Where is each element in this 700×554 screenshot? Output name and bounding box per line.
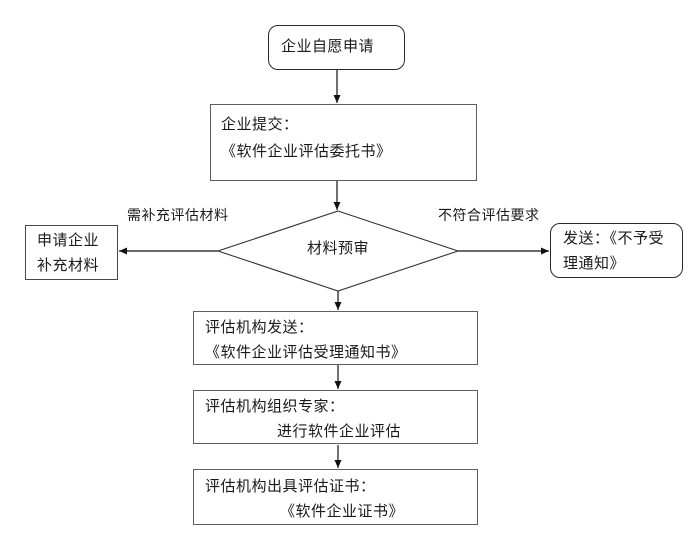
node-submit-line2: 《软件企业评估委托书》 <box>221 144 392 160</box>
node-supplement: 申请企业 补充材料 <box>25 225 118 280</box>
node-supplement-line2: 补充材料 <box>37 258 100 274</box>
node-submit-line1: 企业提交： <box>221 117 299 133</box>
node-reject: 发送：《不予受 理通知》 <box>550 223 683 278</box>
node-submit: 企业提交： 《软件企业评估委托书》 <box>210 104 477 181</box>
node-certificate-line2: 《软件企业证书》 <box>280 504 405 520</box>
node-supplement-line1: 申请企业 <box>37 233 100 249</box>
node-reject-line2: 理通知》 <box>563 256 626 272</box>
node-accept-line1: 评估机构发送： <box>205 320 314 336</box>
node-organize-line2: 进行软件企业评估 <box>277 424 402 440</box>
node-review-label: 材料预审 <box>306 241 369 257</box>
node-reject-line1: 发送：《不予受 <box>563 231 665 247</box>
node-organize: 评估机构组织专家： 进行软件企业评估 <box>193 390 478 444</box>
node-organize-line1: 评估机构组织专家： <box>205 399 345 415</box>
node-start: 企业自愿申请 <box>268 25 405 70</box>
edge-label-not-qualified: 不符合评估要求 <box>438 209 540 224</box>
node-certificate-line1: 评估机构出具评估证书： <box>205 479 376 495</box>
node-certificate: 评估机构出具评估证书： 《软件企业证书》 <box>193 469 478 525</box>
node-accept: 评估机构发送： 《软件企业评估受理通知书》 <box>193 311 478 365</box>
node-start-label: 企业自愿申请 <box>281 39 375 55</box>
edge-label-need-supplement: 需补充评估材料 <box>127 209 229 224</box>
node-accept-line2: 《软件企业评估受理通知书》 <box>205 345 407 361</box>
